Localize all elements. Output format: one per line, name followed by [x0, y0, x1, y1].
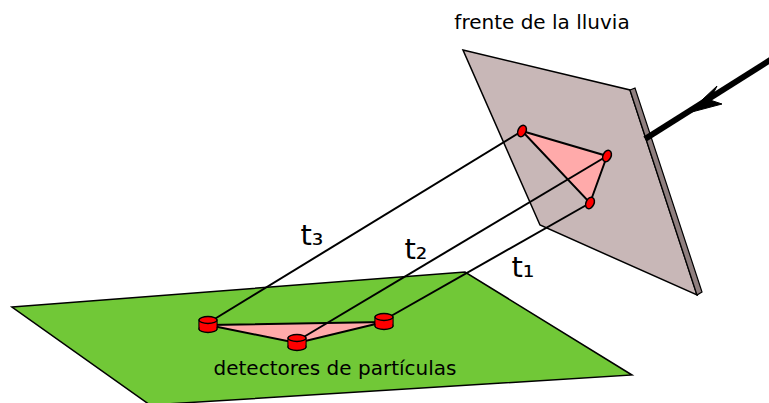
- plane-label: detectores de partículas: [214, 357, 457, 379]
- plane-face: [12, 272, 632, 403]
- plane-label: frente de la lluvia: [454, 11, 629, 33]
- time-label: t₂: [405, 234, 428, 266]
- time-label: t₁: [512, 252, 535, 284]
- shower-axis: [645, 57, 769, 139]
- plane-edge: [630, 88, 702, 295]
- arrow-head: [688, 86, 722, 113]
- time-label: t₃: [301, 220, 324, 252]
